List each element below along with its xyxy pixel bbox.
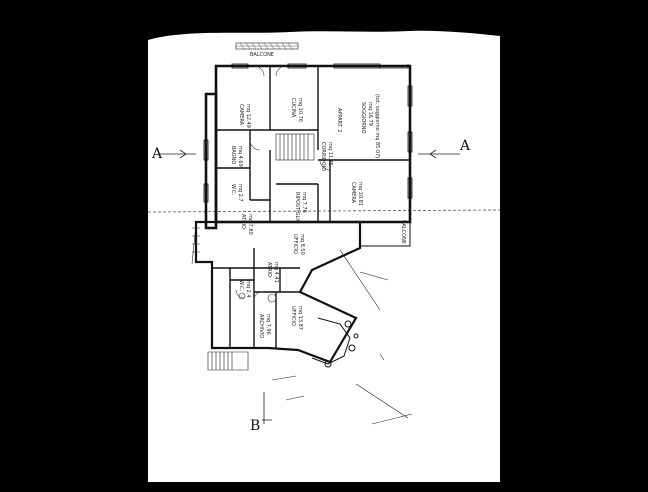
svg-text:SOGGIORNO: SOGGIORNO bbox=[360, 102, 366, 133]
apartment-label: APPART. 2 bbox=[336, 108, 342, 132]
room-wc-2: W.C. mq 2.4 bbox=[238, 280, 251, 298]
scan-border-bottom bbox=[148, 482, 500, 492]
svg-text:ATRIO: ATRIO bbox=[266, 262, 272, 277]
room-camera-2: CAMERA mq 10.81 bbox=[350, 182, 363, 206]
interior-walls bbox=[212, 66, 410, 348]
svg-text:UFFICIO: UFFICIO bbox=[290, 306, 296, 326]
svg-text:mq 2.4: mq 2.4 bbox=[245, 280, 251, 298]
svg-text:CAMERA: CAMERA bbox=[238, 104, 244, 126]
svg-text:mq 7.96: mq 7.96 bbox=[265, 314, 271, 335]
room-ripostiglio: RIPOSTIGLIO mq 7.76 bbox=[294, 192, 307, 224]
room-atrio-2: ATRIO mq 4.41 bbox=[266, 262, 279, 283]
svg-text:mq 13.87: mq 13.87 bbox=[297, 306, 303, 330]
section-label-a-right: A bbox=[459, 138, 471, 154]
svg-text:RIPOSTIGLIO: RIPOSTIGLIO bbox=[294, 192, 300, 224]
scan-border-left bbox=[0, 0, 148, 492]
svg-text:W.C.: W.C. bbox=[238, 280, 244, 291]
svg-text:W.C.: W.C. bbox=[230, 184, 236, 195]
room-ufficio-2: UFFICIO mq 13.87 bbox=[290, 306, 303, 330]
dimension-lines bbox=[271, 249, 413, 425]
room-ufficio-1: UFFICIO mq 8.50 bbox=[292, 234, 305, 255]
scan-border-right bbox=[500, 0, 648, 492]
room-soggiorno: SOGGIORNO mq 16.79 (tot. soggiorno mq 85… bbox=[360, 94, 380, 158]
staircase bbox=[191, 133, 315, 371]
svg-text:mq 16.79: mq 16.79 bbox=[367, 102, 373, 126]
svg-text:mq 2.7: mq 2.7 bbox=[237, 184, 243, 202]
balcony-right bbox=[360, 64, 411, 247]
svg-text:(tot. soggiorno mq 85.07): (tot. soggiorno mq 85.07) bbox=[374, 94, 380, 158]
room-cucina: CUCINA mq 10.76 bbox=[290, 98, 303, 122]
room-wc: W.C. mq 2.7 bbox=[230, 184, 243, 202]
balcony-label-top: BALCONE bbox=[250, 52, 274, 58]
windows bbox=[203, 63, 413, 203]
room-atrio-1: ATRIO mq 7.80 bbox=[240, 214, 253, 235]
svg-text:mq 4.41: mq 4.41 bbox=[273, 262, 279, 283]
scan-border-top bbox=[148, 0, 500, 40]
svg-text:ATRIO: ATRIO bbox=[240, 214, 246, 229]
svg-text:mq 7.76: mq 7.76 bbox=[301, 192, 307, 213]
room-archivio: ARCHIVIO mq 7.96 bbox=[258, 314, 271, 338]
svg-text:mq 8.50: mq 8.50 bbox=[299, 234, 305, 255]
room-corridoio: CORRIDOIO mq 11.35 bbox=[320, 142, 333, 171]
svg-text:mq 10.81: mq 10.81 bbox=[357, 182, 363, 206]
svg-text:CUCINA: CUCINA bbox=[290, 98, 296, 118]
svg-text:mq 4.69: mq 4.69 bbox=[237, 146, 243, 167]
svg-text:CAMERA: CAMERA bbox=[350, 182, 356, 204]
svg-text:UFFICIO: UFFICIO bbox=[292, 234, 298, 254]
svg-text:mq 12.49: mq 12.49 bbox=[245, 104, 251, 128]
room-camera-1: CAMERA mq 12.49 bbox=[238, 104, 251, 128]
section-label-b: B bbox=[250, 418, 260, 434]
compass-hatch bbox=[235, 42, 299, 50]
section-line-a bbox=[160, 149, 460, 159]
svg-text:ARCHIVIO: ARCHIVIO bbox=[258, 314, 264, 338]
section-label-a-left: A bbox=[151, 146, 163, 162]
svg-text:mq 11.35: mq 11.35 bbox=[327, 142, 333, 166]
scan-seam-line bbox=[147, 209, 501, 213]
svg-text:BAGNO: BAGNO bbox=[230, 146, 236, 164]
door-swings bbox=[235, 65, 331, 303]
room-bagno: BAGNO mq 4.69 bbox=[230, 146, 243, 167]
balcony-label-right: BALCONE bbox=[400, 220, 406, 244]
svg-text:CORRIDOIO: CORRIDOIO bbox=[320, 142, 326, 171]
svg-text:mq 10.76: mq 10.76 bbox=[297, 98, 303, 122]
svg-text:mq 7.80: mq 7.80 bbox=[247, 214, 253, 235]
section-line-b bbox=[262, 392, 272, 424]
bay-window bbox=[311, 317, 359, 368]
